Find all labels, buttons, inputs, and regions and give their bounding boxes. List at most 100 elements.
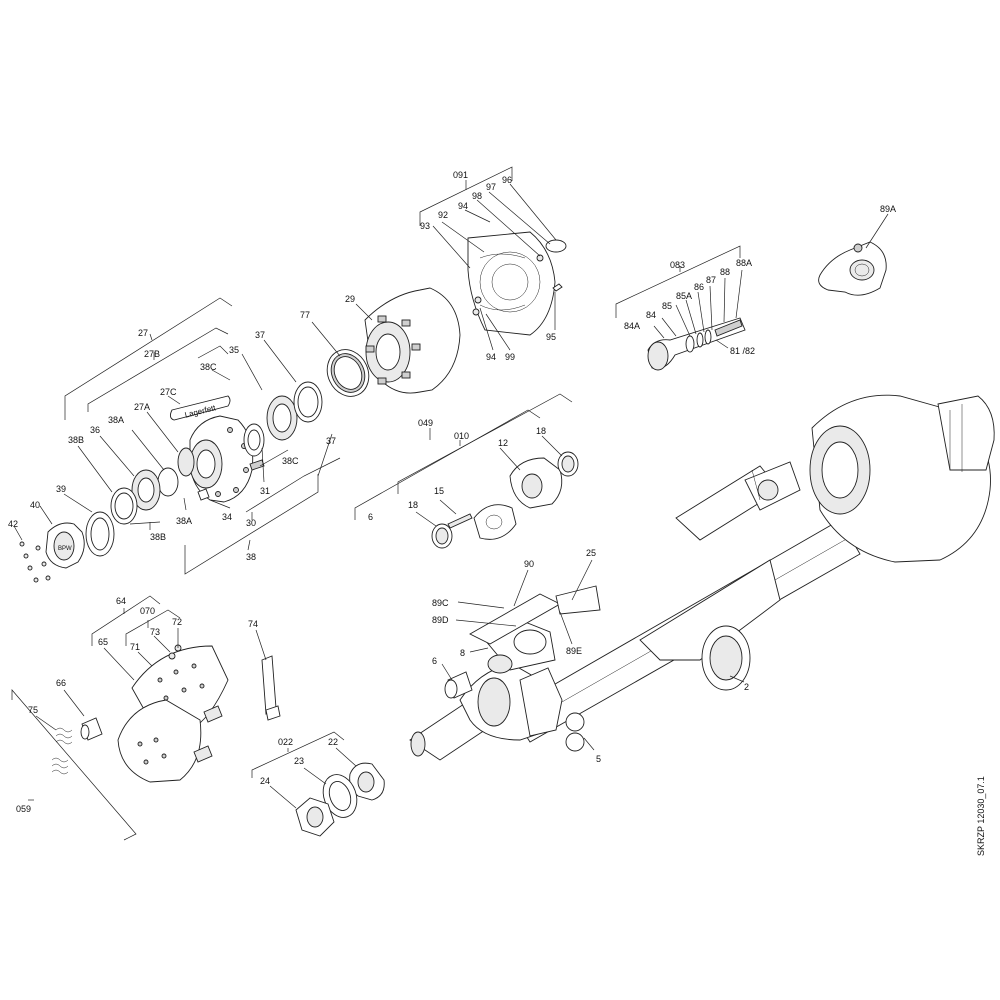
label-38B-lower: 38B bbox=[150, 532, 166, 542]
camshaft-seal-right bbox=[557, 451, 579, 477]
spring-seat-bracket bbox=[639, 559, 781, 691]
label-27A: 27A bbox=[134, 402, 150, 412]
label-29: 29 bbox=[345, 294, 355, 304]
label-25: 25 bbox=[586, 548, 596, 558]
label-89A: 89A bbox=[880, 204, 896, 214]
hub-bearings bbox=[110, 381, 323, 525]
label-73: 73 bbox=[150, 627, 160, 637]
label-90: 90 bbox=[524, 559, 534, 569]
label-81-82: 81 /82 bbox=[730, 346, 755, 356]
roller-bushing bbox=[80, 717, 103, 741]
abs-sensor-holder bbox=[261, 655, 281, 721]
label-27B: 27B bbox=[144, 349, 160, 359]
label-18-lower: 18 bbox=[408, 500, 418, 510]
brake-chamber-bracket bbox=[675, 461, 801, 541]
label-22: 22 bbox=[328, 737, 338, 747]
label-30: 30 bbox=[246, 518, 256, 528]
label-083: 083 bbox=[670, 260, 685, 270]
label-88: 88 bbox=[720, 267, 730, 277]
label-31: 31 bbox=[260, 486, 270, 496]
hub-cap: BPW bbox=[45, 522, 85, 569]
label-42: 42 bbox=[8, 519, 18, 529]
label-6-lower: 6 bbox=[432, 656, 437, 666]
label-94-lower: 94 bbox=[486, 352, 496, 362]
document-reference-text: SKRZP 12030_07.1 bbox=[976, 776, 986, 856]
label-091: 091 bbox=[453, 170, 468, 180]
label-71: 71 bbox=[130, 642, 140, 652]
wheel-hub bbox=[189, 415, 254, 503]
bolt bbox=[447, 513, 473, 529]
brake-shoe-lower bbox=[117, 699, 213, 783]
label-23: 23 bbox=[294, 756, 304, 766]
label-97: 97 bbox=[486, 182, 496, 192]
label-88A: 88A bbox=[736, 258, 752, 268]
label-2: 2 bbox=[744, 682, 749, 692]
label-36: 36 bbox=[90, 425, 100, 435]
label-37: 37 bbox=[255, 330, 265, 340]
label-8: 8 bbox=[460, 648, 465, 658]
label-87: 87 bbox=[706, 275, 716, 285]
svg-text:BPW: BPW bbox=[58, 546, 72, 552]
label-66: 66 bbox=[56, 678, 66, 688]
label-38A: 38A bbox=[108, 415, 124, 425]
label-77: 77 bbox=[300, 310, 310, 320]
label-74: 74 bbox=[248, 619, 258, 629]
label-049: 049 bbox=[418, 418, 433, 428]
camshaft-seal-left bbox=[431, 523, 453, 549]
camshaft-shim-plate bbox=[473, 504, 517, 540]
label-15: 15 bbox=[434, 486, 444, 496]
brake-backplate-group bbox=[467, 231, 567, 336]
slack-adjuster bbox=[818, 241, 887, 296]
label-39: 39 bbox=[56, 484, 66, 494]
label-85A: 85A bbox=[676, 291, 692, 301]
lock-ring bbox=[322, 774, 358, 818]
return-springs bbox=[51, 727, 73, 775]
label-27C: 27C bbox=[160, 387, 177, 397]
label-34: 34 bbox=[222, 512, 232, 522]
hub-cap-screws bbox=[19, 541, 51, 583]
label-24: 24 bbox=[260, 776, 270, 786]
axle-nut bbox=[295, 797, 335, 837]
label-010: 010 bbox=[454, 431, 469, 441]
axle-brake-drum bbox=[809, 394, 995, 563]
label-64: 64 bbox=[116, 596, 126, 606]
label-75: 75 bbox=[28, 705, 38, 715]
label-94: 94 bbox=[458, 201, 468, 211]
label-85: 85 bbox=[662, 301, 672, 311]
label-72: 72 bbox=[172, 617, 182, 627]
label-89E: 89E bbox=[566, 646, 582, 656]
label-95: 95 bbox=[546, 332, 556, 342]
label-40: 40 bbox=[30, 500, 40, 510]
label-89D: 89D bbox=[432, 615, 449, 625]
brake-drum bbox=[364, 287, 461, 394]
axle-bushing bbox=[444, 671, 473, 699]
label-98: 98 bbox=[472, 191, 482, 201]
label-92: 92 bbox=[438, 210, 448, 220]
label-38A-lower: 38A bbox=[176, 516, 192, 526]
part-number-labels: 091 96 97 98 94 92 93 95 94 99 89A 083 8… bbox=[8, 170, 896, 814]
label-89C: 89C bbox=[432, 598, 449, 608]
label-35: 35 bbox=[229, 345, 239, 355]
label-93: 93 bbox=[420, 221, 430, 231]
axle-nut-washer bbox=[349, 762, 385, 801]
label-070: 070 bbox=[140, 606, 155, 616]
label-65: 65 bbox=[98, 637, 108, 647]
camshaft-assembly bbox=[647, 317, 746, 371]
label-84: 84 bbox=[646, 310, 656, 320]
label-18: 18 bbox=[536, 426, 546, 436]
label-022: 022 bbox=[278, 737, 293, 747]
seal-ring bbox=[326, 349, 370, 397]
label-12: 12 bbox=[498, 438, 508, 448]
label-38B: 38B bbox=[68, 435, 84, 445]
label-38: 38 bbox=[246, 552, 256, 562]
label-99: 99 bbox=[505, 352, 515, 362]
label-38C-lower: 38C bbox=[282, 456, 299, 466]
axle-stub-brake-group bbox=[409, 585, 601, 761]
label-37-lower: 37 bbox=[326, 436, 336, 446]
spring-balls bbox=[565, 712, 585, 752]
hub-cap-gasket bbox=[85, 511, 115, 557]
label-5: 5 bbox=[596, 754, 601, 764]
label-38C: 38C bbox=[200, 362, 217, 372]
camshaft-bearing-bracket bbox=[509, 457, 563, 509]
